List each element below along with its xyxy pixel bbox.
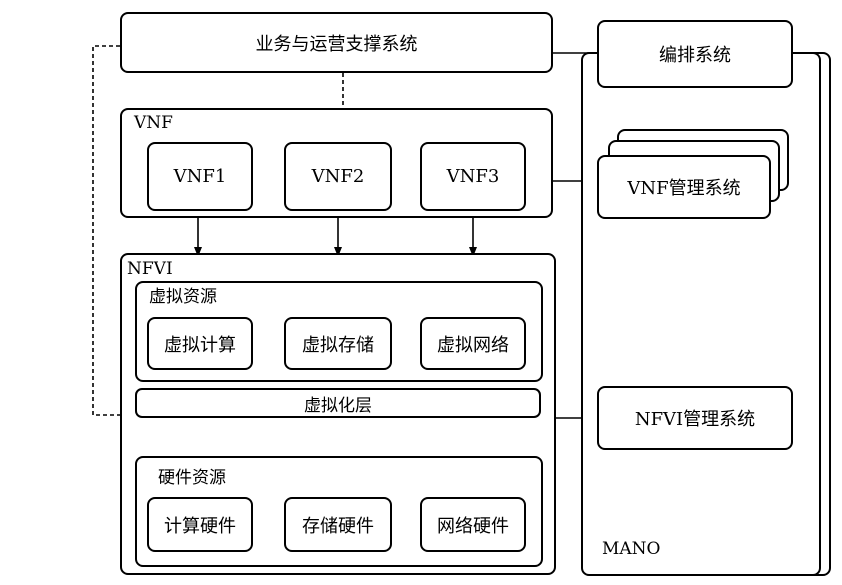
vnf2-box: VNF2 xyxy=(284,142,392,211)
compute-hardware-box: 计算硬件 xyxy=(147,497,253,552)
storage-hardware-label: 存储硬件 xyxy=(302,515,374,537)
oss-label: 业务与运营支撑系统 xyxy=(255,33,418,55)
virtual-resources-title: 虚拟资源 xyxy=(149,287,217,307)
virtual-compute-box: 虚拟计算 xyxy=(147,317,253,370)
orchestrator-box: 编排系统 xyxy=(597,20,793,88)
vim-box: NFVI管理系统 xyxy=(597,386,793,450)
vnf1-label: VNF1 xyxy=(173,166,227,187)
storage-hardware-box: 存储硬件 xyxy=(284,497,392,552)
virtual-storage-box: 虚拟存储 xyxy=(284,317,392,370)
virtual-network-label: 虚拟网络 xyxy=(437,334,509,356)
network-hardware-box: 网络硬件 xyxy=(420,497,526,552)
network-hardware-label: 网络硬件 xyxy=(437,515,509,537)
virtual-storage-label: 虚拟存储 xyxy=(302,334,374,356)
vnf1-box: VNF1 xyxy=(147,142,253,211)
vnf-manager-label: VNF管理系统 xyxy=(627,178,741,199)
orchestrator-label: 编排系统 xyxy=(659,45,731,66)
hardware-resources-title: 硬件资源 xyxy=(158,468,226,488)
virtualization-layer-bar: 虚拟化层 xyxy=(135,388,541,418)
vnf-group-title: VNF xyxy=(134,113,173,133)
vnf3-box: VNF3 xyxy=(420,142,526,211)
oss-box: 业务与运营支撑系统 xyxy=(120,12,553,73)
vnf3-label: VNF3 xyxy=(446,166,500,187)
vim-label: NFVI管理系统 xyxy=(634,409,756,430)
virtual-network-box: 虚拟网络 xyxy=(420,317,526,370)
virtual-compute-label: 虚拟计算 xyxy=(164,334,236,356)
mano-title: MANO xyxy=(602,539,661,559)
compute-hardware-label: 计算硬件 xyxy=(164,515,236,537)
oss-dashed-connector xyxy=(92,45,120,416)
vnf2-label: VNF2 xyxy=(311,166,365,187)
nfvi-title: NFVI xyxy=(127,259,173,279)
vnf-manager-box: VNF管理系统 xyxy=(597,155,771,219)
virtualization-layer-label: 虚拟化层 xyxy=(304,395,372,416)
